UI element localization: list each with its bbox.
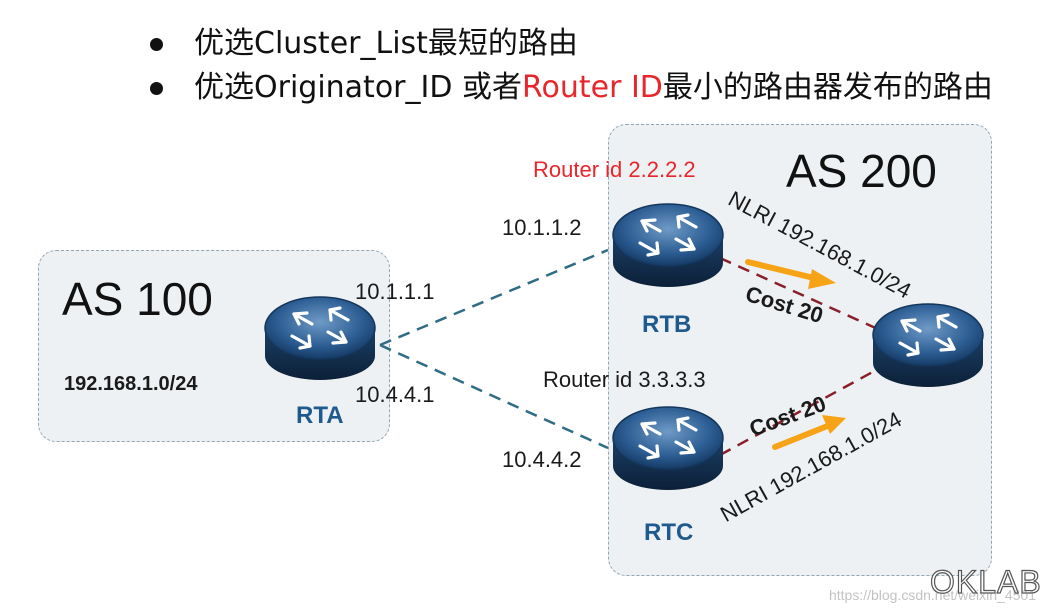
rtb-router-id: Router id 2.2.2.2 — [533, 157, 696, 182]
bullet-originator-id: 优选Originator_ID 或者Router ID最小的路由器发布的路由 — [150, 66, 993, 110]
as200-label: AS 200 — [786, 145, 937, 197]
watermark-text: https://blog.csdn.net/weixin_4501 — [828, 587, 1036, 603]
as100-prefix: 192.168.1.0/24 — [64, 373, 198, 395]
oklab-logo: OKLAB — [929, 563, 1042, 600]
link-rtb-rtd — [719, 256, 881, 332]
router-rtc-icon — [611, 405, 725, 492]
link-rta-rtb — [379, 248, 609, 347]
rtb-name: RTB — [642, 311, 692, 338]
rta-ip-top: 10.1.1.1 — [355, 279, 435, 304]
rtc-router-id: Router id 3.3.3.3 — [543, 367, 706, 392]
as200-box — [608, 124, 992, 576]
router-rtd-icon — [871, 302, 985, 389]
rta-name: RTA — [296, 402, 344, 429]
bullet-list: 优选Cluster_List最短的路由 优选Originator_ID 或者Ro… — [150, 22, 993, 110]
rtb-ip: 10.1.1.2 — [502, 215, 582, 240]
link-rta-rtc — [379, 343, 609, 450]
rtc-ip: 10.4.4.2 — [502, 447, 582, 472]
link-rtc-rtd — [719, 366, 881, 457]
rtc-name: RTC — [644, 519, 694, 546]
router-rta-icon — [263, 295, 377, 382]
as100-label: AS 100 — [62, 273, 213, 325]
arrow-rtb-to-rtd — [745, 259, 836, 289]
bullet-cluster-list: 优选Cluster_List最短的路由 — [150, 22, 993, 66]
rta-ip-bottom: 10.4.4.1 — [355, 382, 435, 407]
arrow-rtc-to-rtd — [772, 415, 846, 450]
router-id-highlight: Router ID — [522, 70, 663, 105]
router-rtb-icon — [611, 202, 725, 289]
